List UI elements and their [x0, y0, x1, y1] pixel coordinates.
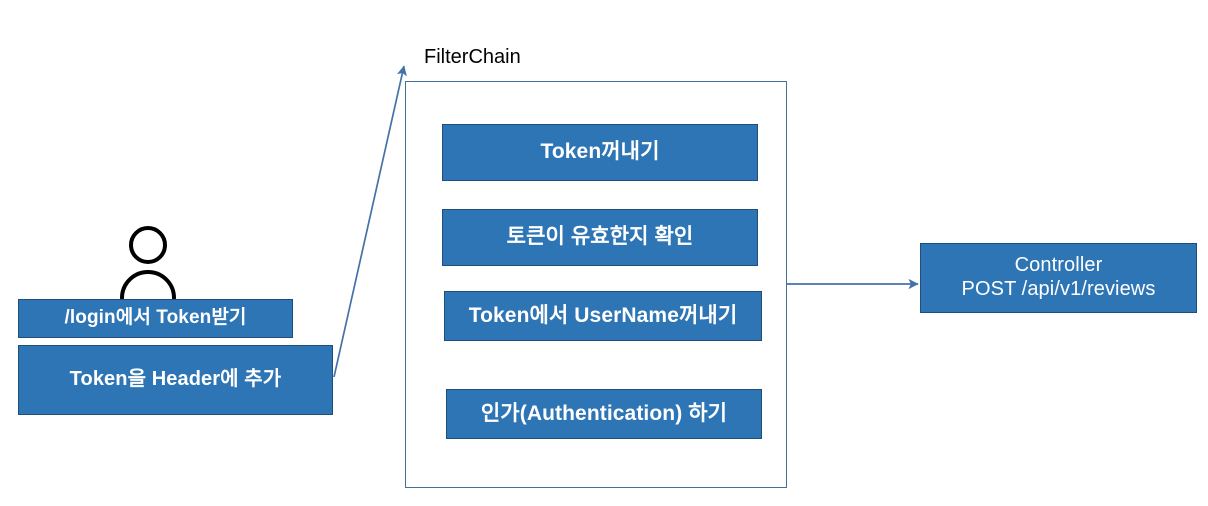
filter-step-extract-username[interactable]: Token에서 UserName꺼내기 — [444, 291, 762, 341]
client-login-token-box[interactable]: /login에서 Token받기 — [18, 299, 293, 338]
controller-name: Controller — [1014, 254, 1103, 277]
controller-box[interactable]: Controller POST /api/v1/reviews — [920, 243, 1197, 313]
filter-step-validate-token[interactable]: 토큰이 유효한지 확인 — [442, 209, 758, 266]
client-to-filterchain-arrow — [333, 65, 407, 378]
filterchain-label: FilterChain — [424, 46, 521, 68]
user-person-icon — [120, 226, 176, 300]
filter-step-extract-token[interactable]: Token꺼내기 — [442, 124, 758, 181]
client-add-token-header-box[interactable]: Token을 Header에 추가 — [18, 345, 333, 415]
controller-endpoint: POST /api/v1/reviews — [961, 278, 1156, 300]
filter-step-authentication[interactable]: 인가(Authentication) 하기 — [446, 389, 762, 439]
